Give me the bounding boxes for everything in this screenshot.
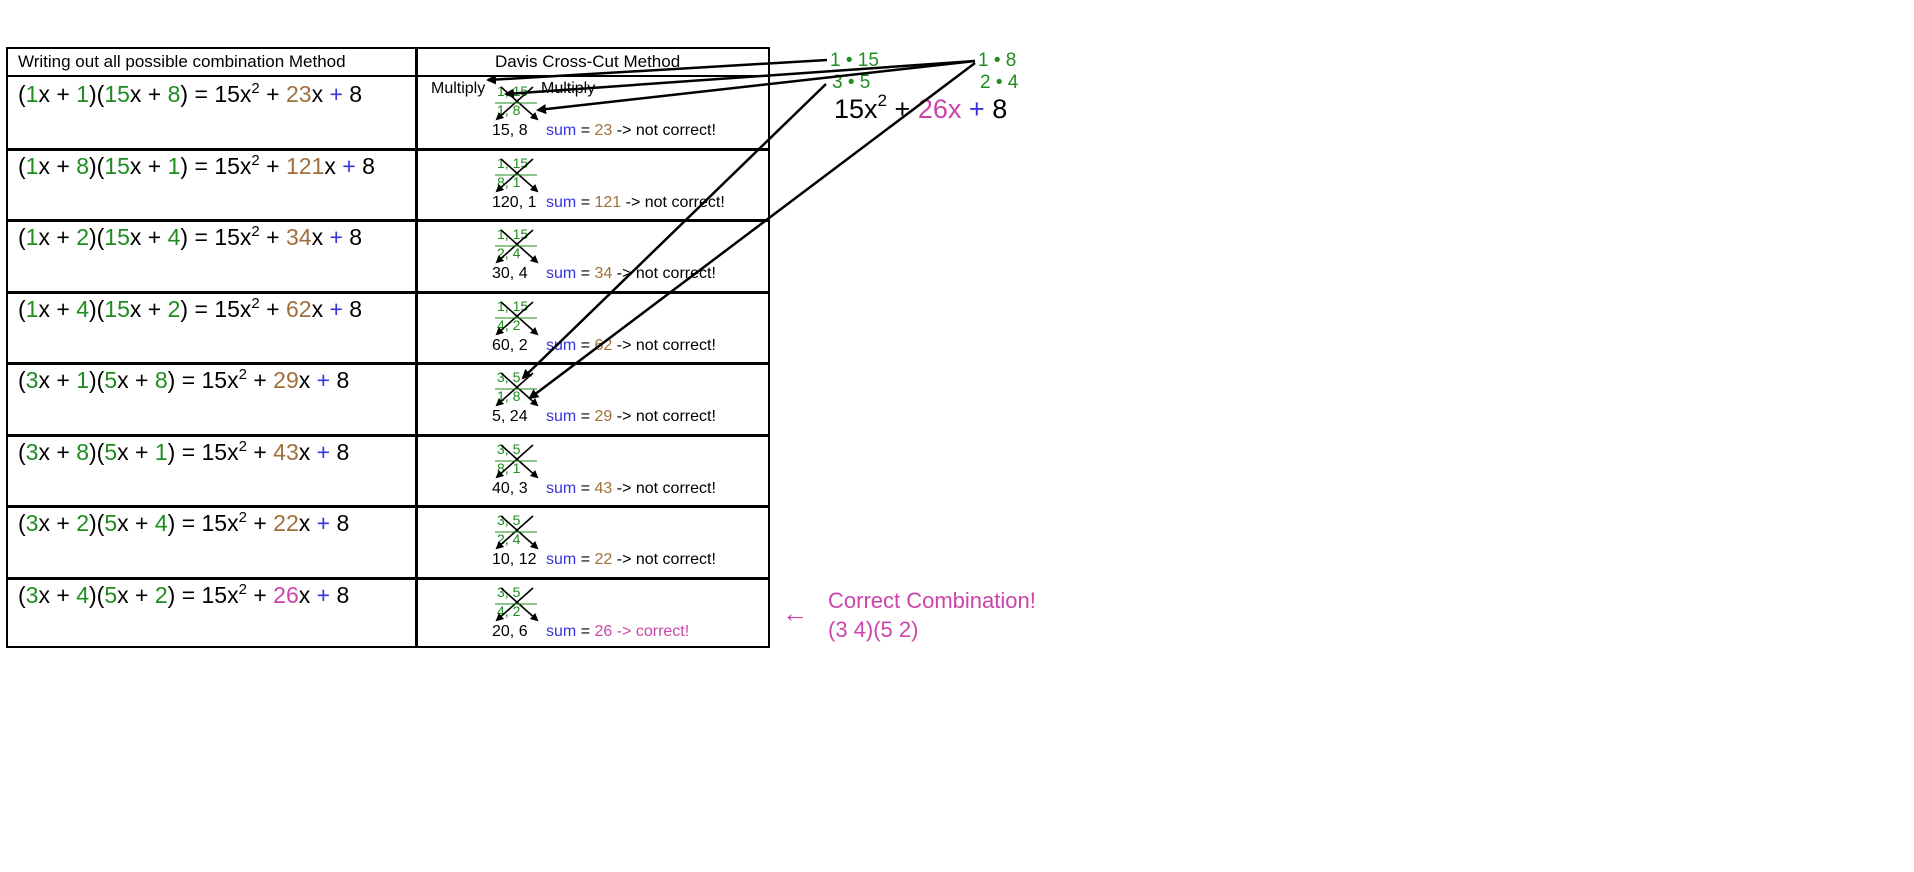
sum-verdict: sum = 121 -> not correct! <box>546 193 725 211</box>
verdict-text: -> not correct! <box>616 336 716 354</box>
header-combination-method: Writing out all possible combination Met… <box>18 52 346 71</box>
cross-products: 20, 6 <box>492 622 528 640</box>
middle-coefficient: 43 <box>273 438 299 465</box>
target-trinomial: 15x2 + 26x + 8 <box>834 91 1008 124</box>
correct-combination-title: Correct Combination! <box>828 588 1036 613</box>
verdict-text: -> not correct! <box>616 122 716 139</box>
sum-verdict: sum = 43 -> not correct! <box>546 479 716 497</box>
middle-coefficient: 23 <box>285 81 312 107</box>
middle-coefficient: 26 <box>273 581 299 608</box>
row-divider <box>8 147 768 151</box>
cross-cut-top-pair: 1, 15 <box>497 297 529 314</box>
cross-cut-top-pair: 1, 15 <box>497 154 529 171</box>
cross-arrows-icon <box>495 157 539 192</box>
middle-coefficient: 22 <box>273 510 299 536</box>
sum-verdict: sum = 29 -> not correct! <box>546 408 716 425</box>
cross-arrows-icon <box>495 515 539 550</box>
expansion-equation: (3x + 8)(5x + 1) = 15x2 + 43x + 8 <box>18 437 350 465</box>
sum-verdict: sum = 62 -> not correct! <box>546 336 716 354</box>
row-divider <box>8 219 768 222</box>
verdict-text: -> correct! <box>616 622 690 640</box>
cross-arrows-icon <box>495 300 539 335</box>
sum-verdict: sum = 34 -> not correct! <box>546 265 716 282</box>
row-divider <box>8 362 768 365</box>
middle-coefficient: 121 <box>285 152 325 179</box>
cross-products: 30, 4 <box>492 265 528 282</box>
expansion-equation: (1x + 1)(15x + 8) = 15x2 + 23x + 8 <box>18 80 363 107</box>
target-middle-term: 26x <box>917 94 962 124</box>
multiply-label-left: Multiply <box>431 80 486 97</box>
header-divider <box>8 75 768 77</box>
pointer-arrow-icon: ← <box>782 598 808 628</box>
expansion-equation: (3x + 4)(5x + 2) = 15x2 + 26x + 8 <box>18 580 350 608</box>
expansion-equation: (1x + 2)(15x + 4) = 15x2 + 34x + 8 <box>18 223 363 250</box>
cross-products: 40, 3 <box>492 479 528 497</box>
column-divider <box>415 47 418 648</box>
cross-arrows-icon <box>495 443 539 478</box>
const-factor-pair-2: 2 • 4 <box>980 72 1019 93</box>
expansion-equation: (3x + 2)(5x + 4) = 15x2 + 22x + 8 <box>18 509 350 536</box>
cross-products: 15, 8 <box>492 122 528 139</box>
cross-products: 5, 24 <box>492 408 528 425</box>
expansion-equation: (1x + 4)(15x + 2) = 15x2 + 62x + 8 <box>18 294 363 322</box>
lead-factor-pair-1: 1 • 15 <box>830 50 879 71</box>
sum-verdict: sum = 26 -> correct! <box>546 622 690 640</box>
const-factor-pair-1: 1 • 8 <box>978 50 1017 71</box>
cross-cut-top-pair: 3, 5 <box>497 512 521 528</box>
verdict-text: -> not correct! <box>616 408 716 425</box>
cross-cut-top-pair: 1, 15 <box>497 226 529 242</box>
cross-arrows-icon <box>495 86 539 121</box>
factoring-table: Writing out all possible combination Met… <box>6 47 770 648</box>
row-divider <box>8 433 768 437</box>
cross-cut-top-pair: 3, 5 <box>497 440 521 457</box>
row-divider <box>8 290 768 294</box>
cross-arrows-icon <box>495 372 539 407</box>
middle-coefficient: 62 <box>285 295 312 322</box>
cross-products: 10, 12 <box>492 551 537 568</box>
verdict-text: -> not correct! <box>616 265 716 282</box>
middle-coefficient: 29 <box>273 367 299 393</box>
cross-arrows-icon <box>495 229 539 264</box>
lead-factor-pair-2: 3 • 5 <box>832 72 871 93</box>
cross-products: 60, 2 <box>492 336 528 354</box>
cross-products: 120, 1 <box>492 193 537 211</box>
row-divider <box>8 576 768 580</box>
expansion-equation: (1x + 8)(15x + 1) = 15x2 + 121x + 8 <box>18 151 375 179</box>
sum-verdict: sum = 23 -> not correct! <box>546 122 716 139</box>
header-cross-cut-method: Davis Cross-Cut Method <box>495 52 681 71</box>
middle-coefficient: 34 <box>285 224 312 250</box>
row-divider <box>8 505 768 508</box>
sum-verdict: sum = 22 -> not correct! <box>546 551 716 568</box>
multiply-label-right: Multiply <box>541 80 596 97</box>
verdict-text: -> not correct! <box>616 479 716 497</box>
cross-arrows-icon <box>495 586 539 621</box>
correct-combination-factors: (3 4)(5 2) <box>828 617 919 642</box>
expansion-equation: (3x + 1)(5x + 8) = 15x2 + 29x + 8 <box>18 366 350 393</box>
verdict-text: -> not correct! <box>625 193 725 211</box>
cross-cut-top-pair: 3, 5 <box>497 369 521 385</box>
verdict-text: -> not correct! <box>616 551 716 568</box>
cross-cut-top-pair: 3, 5 <box>497 583 521 600</box>
